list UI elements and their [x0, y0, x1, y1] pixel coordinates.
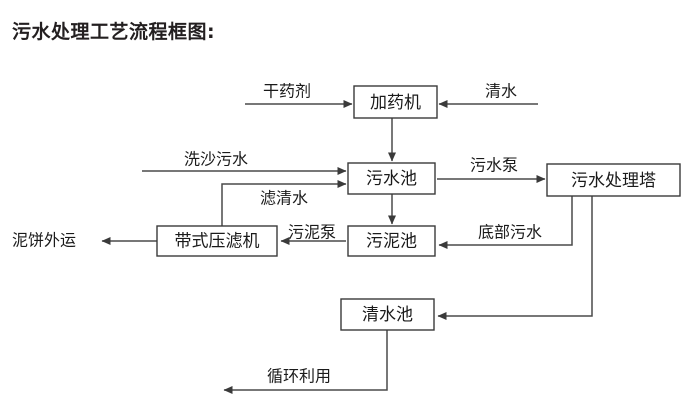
- node-label-clear-water-pool: 清水池: [362, 305, 413, 325]
- edge-label-bottom-sewage: 底部污水: [478, 223, 542, 242]
- node-sludge-pool[interactable]: 污泥池: [347, 225, 436, 257]
- node-dosing-machine[interactable]: 加药机: [353, 85, 438, 119]
- node-label-treatment-tower: 污水处理塔: [571, 171, 656, 191]
- page-title: 污水处理工艺流程框图:: [12, 21, 216, 43]
- edge-label-dry-chemical: 干药剂: [263, 82, 311, 101]
- edge-tower-to-sludge-pool: [438, 196, 573, 249]
- node-belt-filter[interactable]: 带式压滤机: [156, 225, 278, 257]
- terminal-label-mud-cake-out: 泥饼外运: [12, 231, 76, 250]
- edge-label-sand-wash: 洗沙污水: [184, 150, 248, 169]
- edge-label-clean-water: 清水: [485, 82, 517, 101]
- edge-filtrate-to-sewage-pool: [221, 180, 347, 226]
- edge-clear-water-pool-to-recycle: [223, 330, 388, 394]
- edge-tower-to-clear-water-pool: [437, 196, 593, 320]
- node-label-sewage-pool: 污水池: [366, 169, 417, 189]
- edge-label-sewage-pump: 污水泵: [470, 156, 518, 175]
- node-label-sludge-pool: 污泥池: [366, 232, 417, 252]
- node-treatment-tower[interactable]: 污水处理塔: [546, 163, 681, 197]
- node-sewage-pool[interactable]: 污水池: [347, 162, 436, 195]
- edge-label-recycle-use: 循环利用: [267, 367, 331, 386]
- node-clear-water-pool[interactable]: 清水池: [340, 298, 435, 331]
- edge-label-filtrate: 滤清水: [260, 189, 308, 208]
- node-label-dosing-machine: 加药机: [370, 93, 421, 113]
- edge-label-sludge-pump: 污泥泵: [288, 223, 336, 242]
- node-label-belt-filter: 带式压滤机: [175, 232, 260, 252]
